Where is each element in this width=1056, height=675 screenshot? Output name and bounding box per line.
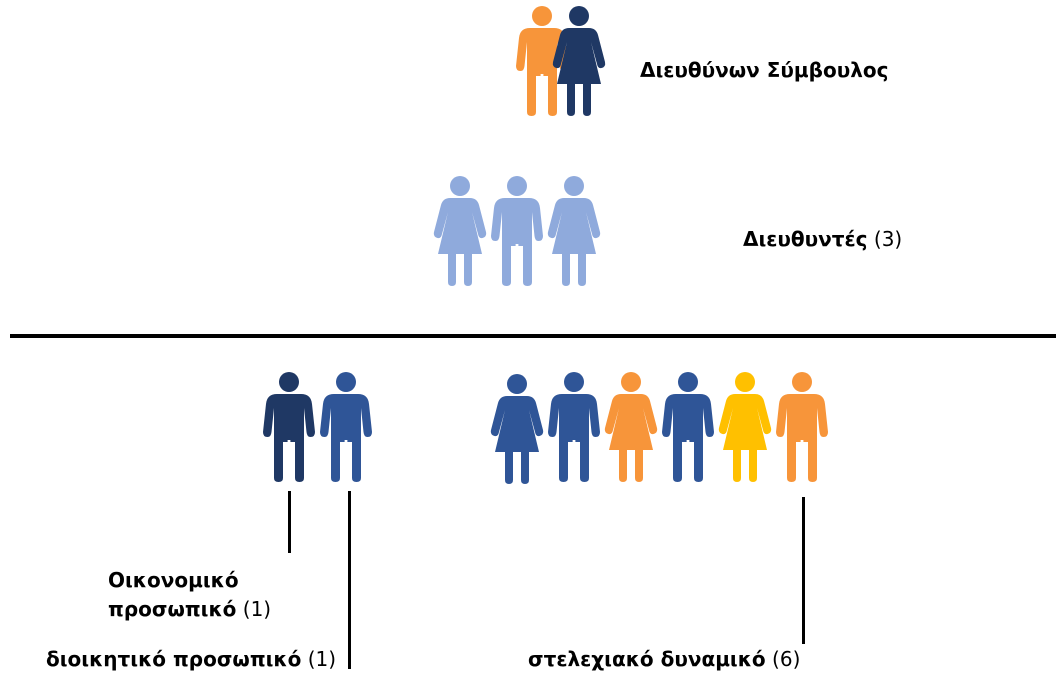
finance-label: Οικονομικό προσωπικό (1) [108,568,272,621]
person-male-icon [491,176,543,286]
finance-connector-line [288,491,291,553]
person-female-icon [604,372,658,482]
section-divider [10,334,1056,338]
executive-label: στελεχιακό δυναμικό (6) [528,647,801,671]
admin-connector-line [348,491,351,669]
admin-label: διοικητικό προσωπικό (1) [46,647,337,671]
person-male-icon [662,372,714,482]
person-male-icon [776,372,828,482]
directors-label: Διευθυντές (3) [743,227,903,251]
person-female-icon [552,6,606,116]
person-male-icon [320,372,372,482]
person-female-icon [433,176,487,286]
person-male-icon [263,372,315,482]
person-male-icon [548,372,600,482]
person-male-icon [516,6,568,116]
ceo-label: Διευθύνων Σύμβουλος [640,58,889,82]
person-female-icon [490,374,544,484]
executive-connector-line [802,497,805,644]
person-female-icon [718,372,772,482]
person-female-icon [547,176,601,286]
